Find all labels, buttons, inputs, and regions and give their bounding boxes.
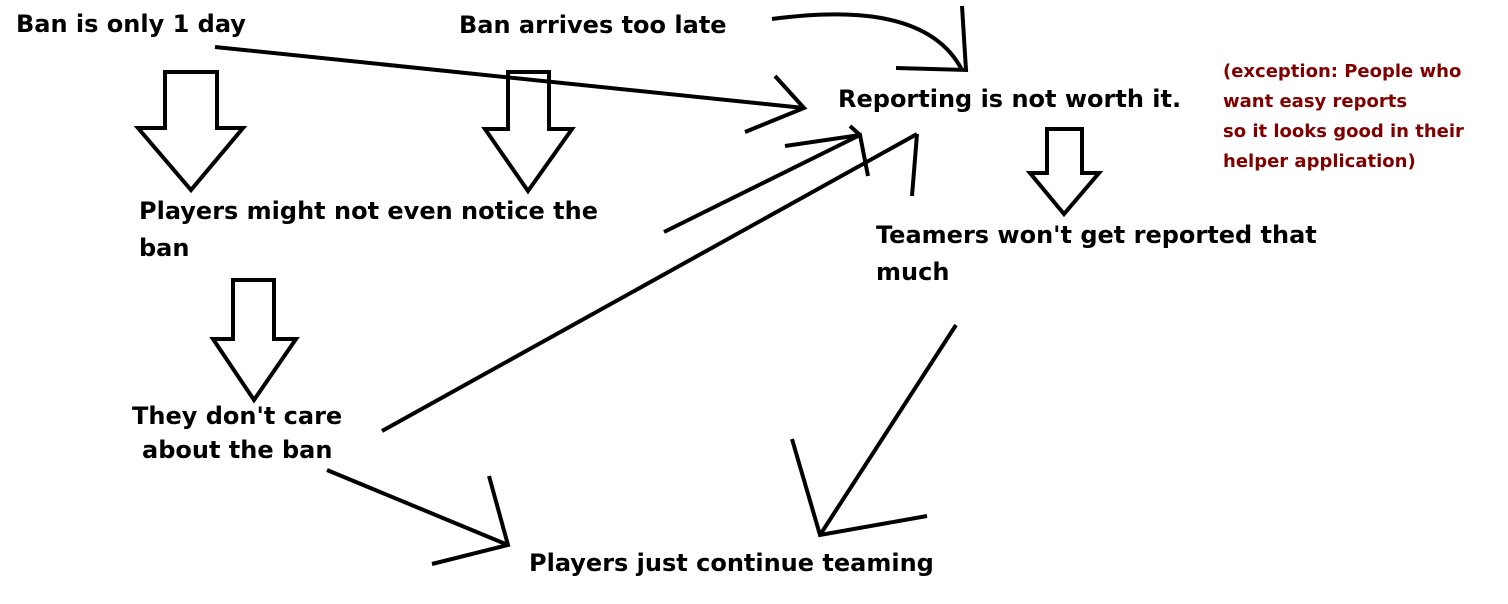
node-players-not-notice-line1: Players might not even notice the — [139, 197, 599, 225]
node-continue-teaming: Players just continue teaming — [529, 549, 934, 577]
node-reporting-not-worth: Reporting is not worth it. — [838, 85, 1182, 113]
block-arrow-reporting-to-teamers — [1025, 127, 1104, 218]
exception-note-line: so it looks good in their — [1223, 121, 1464, 142]
arrow-ban-day-to-reporting — [214, 45, 808, 134]
arrow-dont-care-to-continue — [326, 468, 511, 566]
node-ban-one-day: Ban is only 1 day — [16, 10, 246, 38]
node-dont-care: They don't care about the ban — [132, 399, 342, 467]
exception-note-line: helper application) — [1223, 151, 1416, 172]
node-teamers-line2: much — [876, 258, 950, 286]
block-arrow-ban-day-to-notice — [133, 70, 248, 194]
exception-note-line: want easy reports — [1223, 91, 1408, 112]
node-ban-arrives-late: Ban arrives too late — [459, 11, 727, 39]
arrow-dont-care-to-reporting — [381, 132, 919, 433]
node-players-not-notice: Players might not even notice the ban — [139, 193, 598, 267]
node-teamers-line1: Teamers won't get reported that — [876, 221, 1317, 249]
node-teamers-not-reported: Teamers won't get reported that much — [876, 217, 1317, 291]
block-arrow-ban-late-to-notice — [481, 70, 576, 195]
arrow-ban-late-to-reporting — [771, 5, 969, 73]
exception-note-line: (exception: People who — [1223, 61, 1462, 82]
block-arrow-notice-to-dont-care — [209, 278, 300, 404]
node-dont-care-line1: They don't care — [132, 402, 343, 430]
node-dont-care-line2: about the ban — [142, 436, 333, 464]
exception-note: (exception: People who want easy reports… — [1223, 57, 1464, 177]
arrow-teamers-to-continue — [790, 323, 958, 538]
node-players-not-notice-line2: ban — [139, 234, 190, 262]
